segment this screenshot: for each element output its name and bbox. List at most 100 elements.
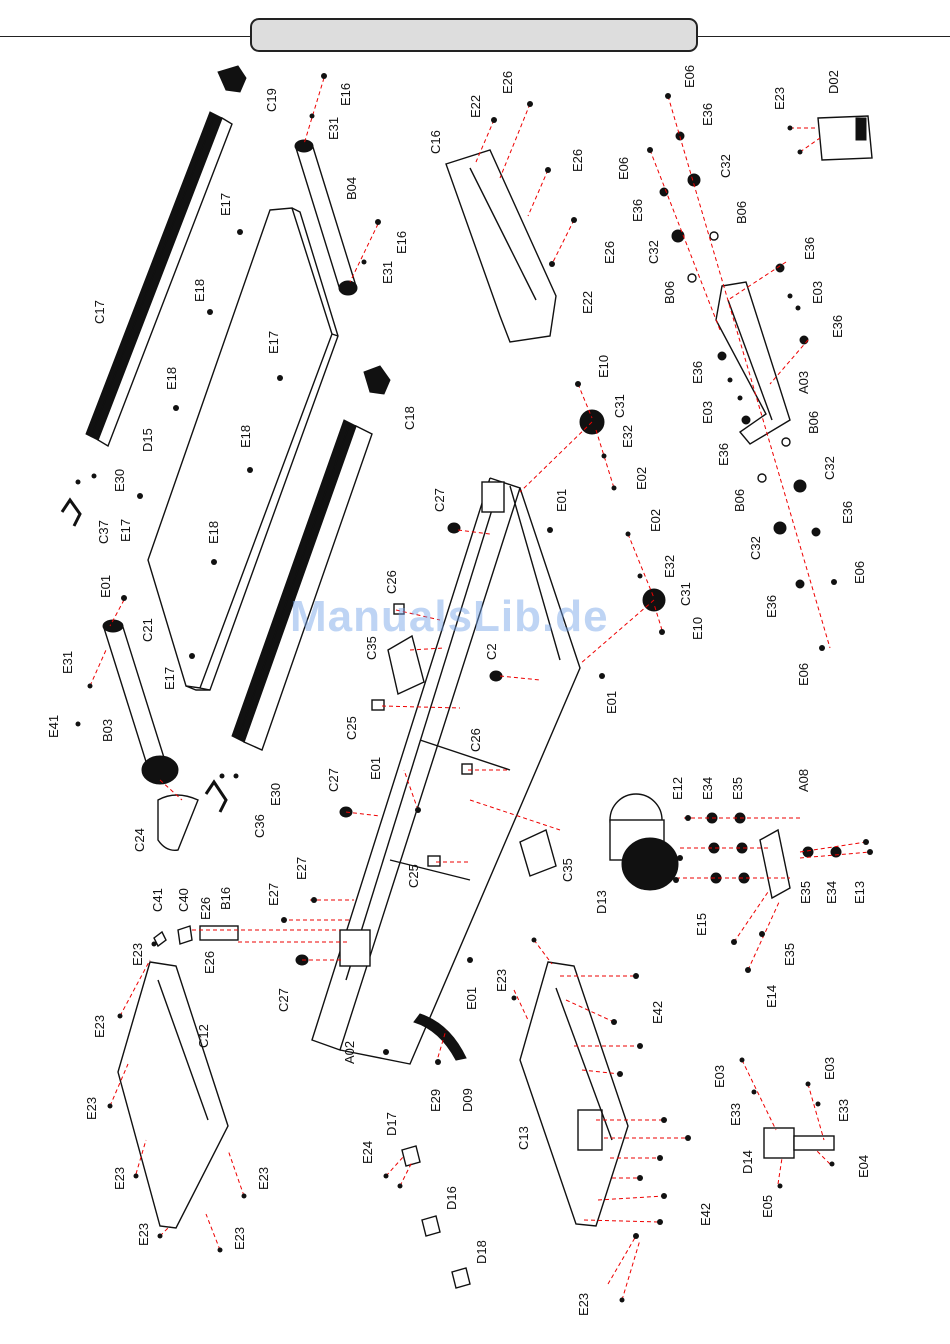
label-e35-b: E35 <box>798 881 813 904</box>
label-e05: E05 <box>760 1195 775 1218</box>
label-e36-f: E36 <box>716 443 731 466</box>
label-e34-a: E34 <box>700 777 715 800</box>
label-e23-j: E23 <box>772 87 787 110</box>
part-d17-sensor <box>401 1145 421 1167</box>
label-e17-a: E17 <box>218 193 233 216</box>
label-e06-c: E06 <box>852 561 867 584</box>
label-e36-e: E36 <box>690 361 705 384</box>
label-b03: B03 <box>100 719 115 742</box>
label-c31-a: C31 <box>612 394 627 418</box>
part-a02-main-frame <box>311 477 581 1065</box>
part-d09-wire <box>413 1013 467 1061</box>
label-e32-a: E32 <box>620 425 635 448</box>
label-c36: C36 <box>252 814 267 838</box>
label-e17-d: E17 <box>162 667 177 690</box>
part-d15-deck-board <box>147 207 339 691</box>
part-c17-side-rail <box>85 111 233 448</box>
label-e12: E12 <box>670 777 685 800</box>
part-b03-front-roller <box>102 619 179 785</box>
label-b06-c: B06 <box>806 411 821 434</box>
label-c32-b: C32 <box>646 240 661 264</box>
label-e18-d: E18 <box>206 521 221 544</box>
label-e41: E41 <box>46 715 61 738</box>
part-b04-rear-roller <box>294 139 358 296</box>
label-e30-b: E30 <box>268 783 283 806</box>
label-e33-a: E33 <box>728 1103 743 1126</box>
part-c25-bushing-lower <box>427 855 441 867</box>
label-e14: E14 <box>764 985 779 1008</box>
part-a03-incline-bracket <box>715 281 791 445</box>
label-e01-d: E01 <box>368 757 383 780</box>
label-c27-a: C27 <box>432 488 447 512</box>
label-e03-b: E03 <box>700 401 715 424</box>
label-b04: B04 <box>344 177 359 200</box>
label-e18-c: E18 <box>238 425 253 448</box>
part-c16-upright-cover <box>445 149 557 343</box>
label-d02: D02 <box>826 70 841 94</box>
label-e03-d: E03 <box>822 1057 837 1080</box>
leader-lines <box>89 77 871 1301</box>
part-c18-end-cap <box>363 365 391 395</box>
label-e01-b: E01 <box>554 489 569 512</box>
label-e26-d: E26 <box>198 897 213 920</box>
label-a03: A03 <box>796 371 811 394</box>
label-a08: A08 <box>796 769 811 792</box>
part-c40-nut <box>177 925 193 945</box>
label-e26-a: E26 <box>500 71 515 94</box>
label-e02-a: E02 <box>634 467 649 490</box>
label-c37: C37 <box>96 520 111 544</box>
part-c27-foot-upper <box>447 522 461 534</box>
part-d02-bracket <box>817 115 873 161</box>
label-e32-b: E32 <box>662 555 677 578</box>
part-c32-bushings <box>671 173 807 535</box>
label-e16-b: E16 <box>394 231 409 254</box>
label-e27-b: E27 <box>266 883 281 906</box>
label-e23-h: E23 <box>494 969 509 992</box>
label-d14: D14 <box>740 1150 755 1174</box>
part-c35-cushion-upper <box>387 634 425 695</box>
part-c26-spacer-lower <box>461 763 473 775</box>
label-e23-c: E23 <box>84 1097 99 1120</box>
label-e10-a: E10 <box>596 355 611 378</box>
part-c37-bracket <box>60 497 82 527</box>
part-d13-motor <box>609 793 679 891</box>
part-c41-washer <box>153 930 167 948</box>
label-e31-a: E31 <box>326 117 341 140</box>
part-a08-motor-bracket <box>759 828 791 900</box>
label-e35-c: E35 <box>782 943 797 966</box>
label-b06-b: B06 <box>662 281 677 304</box>
label-d18: D18 <box>474 1240 489 1264</box>
label-e26-e: E26 <box>202 951 217 974</box>
label-e26-c: E26 <box>602 241 617 264</box>
label-e23-d: E23 <box>112 1167 127 1190</box>
part-c25-bushing-upper <box>371 699 385 711</box>
label-c12: C12 <box>196 1024 211 1048</box>
fasteners <box>75 73 873 1303</box>
label-c16: C16 <box>428 130 443 154</box>
label-c25-b: C25 <box>406 864 421 888</box>
label-c17: C17 <box>92 300 107 324</box>
label-c31-b: C31 <box>678 582 693 606</box>
label-e13: E13 <box>852 881 867 904</box>
label-e03-a: E03 <box>810 281 825 304</box>
part-c12-motor-cover <box>117 961 229 1229</box>
label-d13: D13 <box>594 890 609 914</box>
label-e06-b: E06 <box>616 157 631 180</box>
label-e42-b: E42 <box>698 1203 713 1226</box>
label-e23-b: E23 <box>92 1015 107 1038</box>
label-e31-c: E31 <box>60 651 75 674</box>
label-b16: B16 <box>218 887 233 910</box>
label-c19: C19 <box>264 88 279 112</box>
label-e18-a: E18 <box>192 279 207 302</box>
part-c35-cushion-lower <box>519 829 557 877</box>
header-bar <box>250 18 698 52</box>
label-c26-b: C26 <box>468 728 483 752</box>
label-d09: D09 <box>460 1088 475 1112</box>
label-e16-a: E16 <box>338 83 353 106</box>
part-d16-clip <box>421 1215 441 1237</box>
label-c21: C21 <box>140 618 155 642</box>
label-c26-a: C26 <box>384 570 399 594</box>
label-e10-b: E10 <box>690 617 705 640</box>
label-c40: C40 <box>176 888 191 912</box>
